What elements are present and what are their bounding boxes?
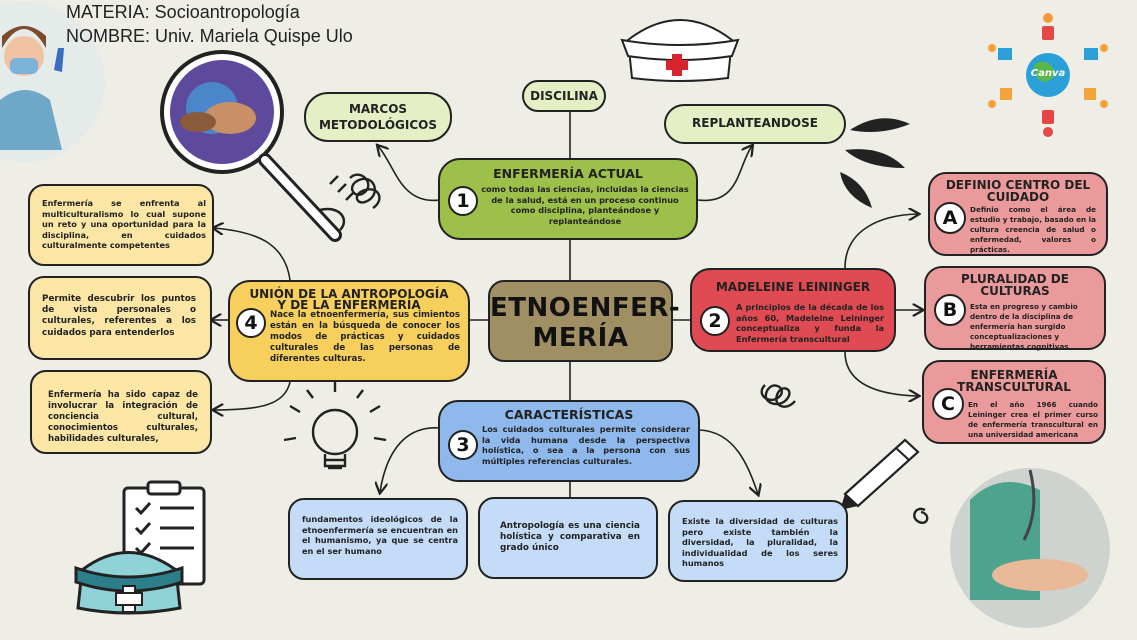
disciplina-node: DISCILINA [522, 80, 606, 112]
node2-number: 2 [700, 306, 730, 336]
replanteandose-node: REPLANTEANDOSE [664, 104, 846, 144]
canva-logo-text: Canva [1030, 68, 1066, 79]
node4-union: UNIÓN DE LA ANTROPOLOGÍA Y DE LA ENFERME… [228, 280, 470, 382]
nombre-label: NOMBRE: Univ. Mariela Quispe Ulo [66, 26, 353, 46]
right-box-a-title-line2: CUIDADO [986, 190, 1050, 204]
node4-title-line1: UNIÓN DE LA ANTROPOLOGÍA [249, 287, 449, 301]
pencil-drawing [840, 438, 920, 510]
lightbulb-drawing [283, 382, 387, 470]
right-box-a-title-line1: DEFINIO CENTRO DEL [945, 178, 1091, 192]
node1-text: como todas las ciencias, incluidas la ci… [481, 184, 689, 226]
bottom-box-3-text: Existe la diversidad de culturas pero ex… [682, 516, 838, 568]
right-box-b-title-line2: CULTURAS [980, 284, 1050, 298]
right-box-a: DEFINIO CENTRO DEL CUIDADO Definio como … [928, 172, 1108, 256]
care-photo-drawing [950, 468, 1110, 628]
header-block: MATERIA: Socioantropología NOMBRE: Univ.… [66, 0, 353, 48]
right-box-c-title-line1: ENFERMERÍA [970, 368, 1058, 382]
node1-number: 1 [448, 186, 478, 216]
right-box-b: PLURALIDAD DE CULTURAS Esta en progreso … [924, 266, 1106, 351]
node3-caracteristicas: CARACTERÍSTICAS Los cuidados culturales … [438, 400, 700, 482]
node3-title: CARACTERÍSTICAS [504, 407, 634, 422]
marcos-line2: METODOLÓGICOS [318, 118, 438, 132]
bottom-box-3: Existe la diversidad de culturas pero ex… [668, 500, 848, 582]
node2-leininger: MADELEINE LEININGER A principios de la d… [690, 268, 896, 352]
right-box-b-title-line1: PLURALIDAD DE [961, 272, 1069, 286]
node2-text: A principios de la década de los años 60… [736, 302, 884, 344]
node2-title: MADELEINE LEININGER [715, 280, 871, 294]
central-title-line1: ETNOENFER- [490, 293, 681, 323]
marcos-node: MARCOS METODOLÓGICOS [304, 92, 452, 142]
left-box-1-text: Enfermería se enfrenta al multiculturali… [42, 198, 206, 250]
central-topic: ETNOENFER- MERÍA [488, 280, 681, 362]
node3-number: 3 [448, 430, 478, 460]
left-box-3-text: Enfermería ha sido capaz de involucrar l… [48, 390, 198, 444]
left-box-3: Enfermería ha sido capaz de involucrar l… [30, 370, 212, 454]
bottom-box-2: Antropología es una ciencia holística y … [478, 497, 658, 579]
node4-number: 4 [236, 308, 266, 338]
bottom-box-1: fundamentos ideológicos de la etnoenferm… [288, 498, 468, 580]
central-title-line2: MERÍA [532, 323, 629, 353]
right-box-a-letter: A [934, 202, 966, 234]
nurse-cap-top-drawing [620, 19, 740, 82]
nurse-hat-bottom-drawing [74, 551, 184, 615]
bottom-box-2-text: Antropología es una ciencia holística y … [500, 521, 640, 554]
node4-text: Nace la etnoenfermería, sus cimientos es… [270, 310, 460, 364]
right-box-c-title-line2: TRANSCULTURAL [957, 380, 1071, 394]
right-box-b-letter: B [934, 294, 966, 326]
left-box-2-text: Permite descubrir los puntos de vista pe… [42, 294, 196, 338]
right-box-c-text: En el año 1966 cuando Leininger crea el … [968, 400, 1098, 439]
node3-text: Los cuidados culturales permite consider… [482, 424, 690, 466]
magnifying-glass-drawing [160, 50, 355, 242]
left-box-1: Enfermería se enfrenta al multiculturali… [28, 184, 214, 266]
marcos-line1: MARCOS [348, 102, 408, 116]
node4-title-line2: Y DE LA ENFERMERÍA [277, 298, 421, 312]
node1-title: ENFERMERÍA ACTUAL [493, 166, 643, 181]
disciplina-label: DISCILINA [530, 89, 598, 103]
replanteandose-label: REPLANTEANDOSE [692, 116, 818, 130]
bottom-box-1-text: fundamentos ideológicos de la etnoenferm… [302, 514, 458, 556]
right-box-b-text: Esta en progreso y cambio dentro de la d… [970, 302, 1078, 351]
right-box-a-text: Definio como el área de estudio y trabaj… [970, 205, 1096, 254]
right-box-c: ENFERMERÍA TRANSCULTURAL En el año 1966 … [922, 360, 1106, 444]
materia-label: MATERIA: Socioantropología [66, 2, 300, 22]
left-box-2: Permite descubrir los puntos de vista pe… [28, 276, 212, 360]
right-box-c-letter: C [932, 388, 964, 420]
canva-logo-drawing [988, 13, 1108, 137]
node1-enfermeria-actual: ENFERMERÍA ACTUAL como todas las ciencia… [438, 158, 698, 240]
nurse-avatar-drawing [0, 2, 105, 162]
